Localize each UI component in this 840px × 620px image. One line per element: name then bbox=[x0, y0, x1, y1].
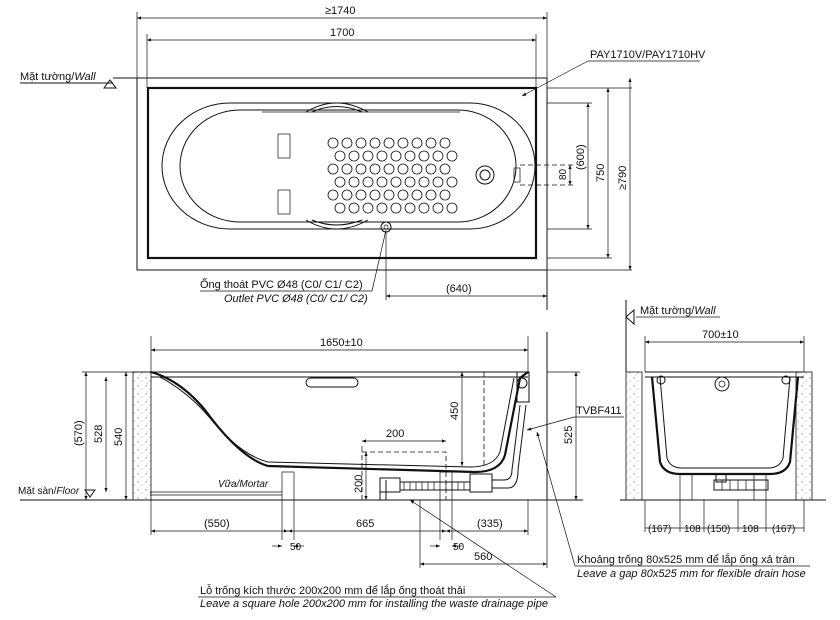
dim-540: 540 bbox=[113, 428, 125, 446]
dim-end-4: 108 bbox=[742, 524, 759, 535]
mortar-label: Vữa/Mortar bbox=[218, 479, 269, 490]
gap-note-vi: Khoảng trống 80x525 mm để lắp ống xả trà… bbox=[577, 553, 795, 566]
non-slip-dots bbox=[327, 137, 458, 214]
dim-570: (570) bbox=[73, 420, 85, 446]
overflow-icon bbox=[475, 165, 495, 185]
dim-foot-50b: 50 bbox=[453, 542, 465, 553]
notes: Khoảng trống 80x525 mm để lắp ống xả trà… bbox=[198, 431, 810, 610]
side-view: Mặt sàn/Floor Vữa/Mortar bbox=[18, 332, 624, 568]
dim-1650: 1650±10 bbox=[320, 337, 363, 349]
dim-foot-50a: 50 bbox=[290, 542, 302, 553]
outlet-label-vi: Ống thoát PVC Ø48 (C0/ C1/ C2) bbox=[200, 277, 363, 291]
end-view: Mặt tường/Wall 700±10 bbox=[620, 300, 826, 535]
hole-note-en: Leave a square hole 200x200 mm for insta… bbox=[200, 598, 548, 610]
hole-note-vi: Lỗ trống kích thước 200x200 mm để lắp ốn… bbox=[200, 584, 465, 597]
wall-label-top: Mặt tường/Wall bbox=[20, 71, 96, 83]
dim-overall-length: ≥1740 bbox=[325, 5, 356, 17]
dim-end-2: 108 bbox=[684, 524, 701, 535]
drain-assembly bbox=[379, 371, 530, 500]
dim-528: 528 bbox=[93, 425, 105, 443]
dim-665: 665 bbox=[356, 518, 374, 530]
dim-end-1: (167) bbox=[648, 524, 671, 535]
dim-end-3: (150) bbox=[707, 524, 730, 535]
dim-550: (550) bbox=[204, 518, 230, 530]
dim-450: 450 bbox=[449, 402, 461, 420]
overflow-icon-end bbox=[714, 376, 730, 392]
dim-790: ≥790 bbox=[617, 166, 629, 190]
dim-hole-width: 200 bbox=[386, 428, 404, 440]
dim-length: 1700 bbox=[330, 27, 354, 39]
top-view: ≥1740 1700 Mặt tường/Wall bbox=[20, 5, 706, 310]
wall-label-end: Mặt tường/Wall bbox=[640, 305, 716, 317]
outlet-label-en: Outlet PVC Ø48 (C0/ C1/ C2) bbox=[224, 293, 368, 305]
dim-525: 525 bbox=[563, 426, 575, 444]
dim-600: (600) bbox=[575, 144, 587, 170]
dim-750: 750 bbox=[595, 164, 607, 182]
dim-560: 560 bbox=[474, 551, 492, 563]
model-label: PAY1710V/PAY1710HV bbox=[590, 49, 706, 61]
dim-640: (640) bbox=[446, 283, 472, 295]
dim-end-5: (167) bbox=[772, 524, 795, 535]
dim-335: (335) bbox=[477, 518, 503, 530]
dim-80: 80 bbox=[558, 168, 569, 180]
gap-note-en: Leave a gap 80x525 mm for flexible drain… bbox=[577, 568, 806, 580]
floor-label: Mặt sàn/Floor bbox=[18, 486, 80, 497]
dim-hole-height: 200 bbox=[353, 475, 365, 493]
dim-700: 700±10 bbox=[702, 329, 739, 341]
drain-model-label: TVBF411 bbox=[576, 405, 622, 417]
